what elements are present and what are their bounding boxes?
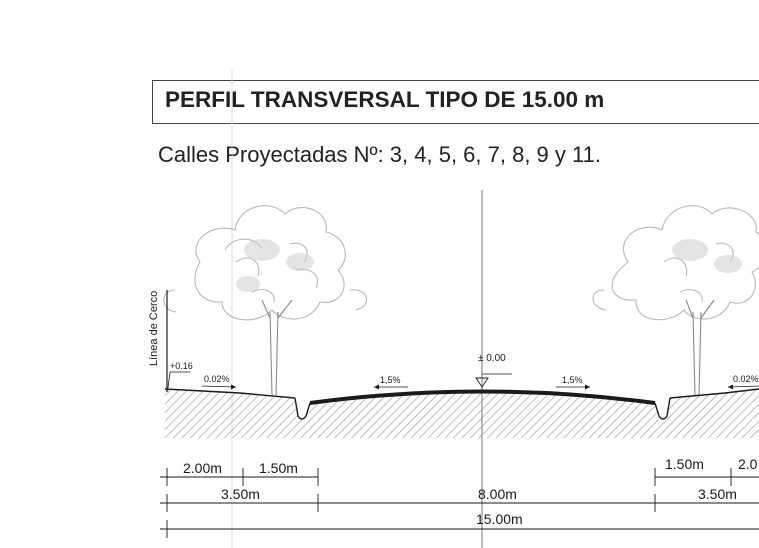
- dim-left-sidewalk: 2.00m: [183, 460, 222, 476]
- left-tree: [163, 205, 368, 396]
- ground-hatching: [165, 390, 759, 438]
- right-sidewalk-surface: [669, 388, 759, 399]
- dim-left-total: 3.50m: [221, 486, 260, 502]
- dim-right-sidewalk: 2.0: [738, 456, 758, 472]
- roadway-surface: [309, 389, 656, 405]
- left-elevation-label: +0.16: [170, 361, 193, 371]
- road-slope-right-label: 1,5%: [562, 375, 583, 385]
- right-sidewalk-slope-arrowhead: [728, 384, 733, 390]
- road-slope-left-label: 1,5%: [380, 375, 401, 385]
- dim-right-planting: 1.50m: [665, 456, 704, 472]
- road-slope-left-arrowhead: [374, 384, 379, 390]
- right-gutter: [654, 397, 671, 420]
- page-title: PERFIL TRANSVERSAL TIPO DE 15.00 m: [165, 87, 605, 112]
- road-slope-right-arrowhead: [585, 384, 590, 390]
- left-tree-foliage-shade: [236, 239, 314, 292]
- left-sidewalk-slope-label: 0.02%: [204, 374, 230, 384]
- left-sidewalk-slope-arrowhead: [231, 384, 236, 390]
- left-gutter: [294, 397, 311, 420]
- fence-label: Línea de Cerco: [148, 291, 160, 366]
- dimension-lines: [160, 468, 759, 538]
- left-sidewalk-slope-arrow: [201, 385, 237, 388]
- title-frame: [152, 80, 759, 124]
- dim-overall: 15.00m: [476, 511, 523, 527]
- dim-roadway: 8.00m: [478, 486, 517, 502]
- right-sidewalk-slope-arrow: [727, 385, 759, 388]
- center-elevation-label: ± 0.00: [478, 353, 506, 364]
- right-sidewalk-slope-label: 0.02%: [733, 374, 759, 384]
- right-tree-foliage-shade: [672, 239, 742, 273]
- dim-right-total: 3.50m: [698, 486, 737, 502]
- left-sidewalk-surface: [164, 388, 296, 399]
- center-elevation-triangle: [475, 377, 489, 388]
- right-tree: [592, 205, 759, 396]
- left-elevation-tick: [167, 371, 171, 389]
- dim-left-planting: 1.50m: [259, 460, 298, 476]
